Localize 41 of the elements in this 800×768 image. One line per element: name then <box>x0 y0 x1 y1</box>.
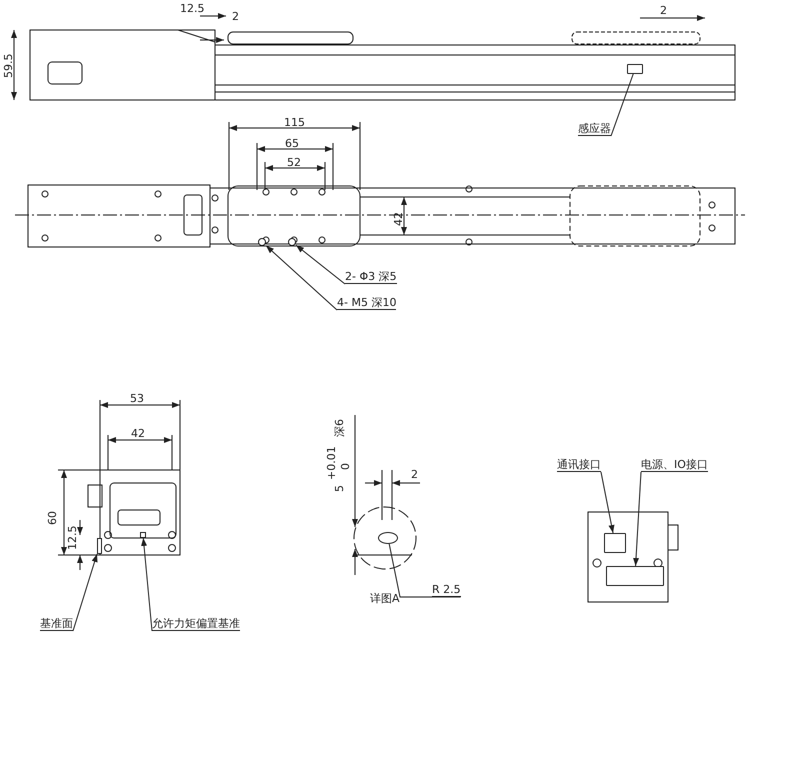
dimension-label: 59.5 <box>2 54 15 78</box>
callout-label: 电源、IO接口 <box>641 458 708 472</box>
callout-label: 基准面 <box>40 617 73 631</box>
dimension-label: 12.5 <box>66 526 79 550</box>
leader-line <box>141 538 152 632</box>
leader-line <box>633 472 642 566</box>
callout-label: 4- M5 深10 <box>337 296 396 310</box>
dimension-label: 52 <box>287 156 301 169</box>
leader-line <box>296 244 346 284</box>
component-part <box>606 566 664 586</box>
dimension-label: 60 <box>46 511 59 525</box>
reference-face <box>97 538 102 554</box>
leader-line <box>388 544 462 598</box>
dimension-label: 115 <box>284 116 305 129</box>
hole <box>378 532 398 544</box>
dimension-label: 65 <box>285 137 299 150</box>
dimension-label: 0 <box>339 463 352 470</box>
dimension-label: 42 <box>131 427 145 440</box>
dimension-label: 2 <box>232 10 239 23</box>
leader-line <box>266 245 338 310</box>
dimension-label: +0.01 <box>325 446 338 480</box>
callout-label: R 2.5 <box>432 583 461 597</box>
leader-line <box>72 554 98 632</box>
dimension-label: 53 <box>130 392 144 405</box>
dimension-label: 深6 <box>333 419 346 437</box>
dimension-label: 5 <box>333 485 346 492</box>
component-part <box>604 533 626 553</box>
reference-face <box>140 532 146 538</box>
view-label: 详图A <box>370 592 400 605</box>
dimension-label: 12.5 <box>180 2 204 15</box>
component-part <box>627 64 643 74</box>
callout-label: 感应器 <box>578 122 611 136</box>
leader-line <box>600 472 614 534</box>
dimension-label: 2 <box>660 4 667 17</box>
leader-line <box>610 74 634 136</box>
callout-label: 通讯接口 <box>557 458 601 472</box>
callout-label: 2- Φ3 深5 <box>345 270 397 284</box>
hole <box>288 238 296 246</box>
dimension-label: 2 <box>411 468 418 481</box>
callout-label: 允许力矩偏置基准 <box>152 617 240 631</box>
hole <box>258 238 266 246</box>
